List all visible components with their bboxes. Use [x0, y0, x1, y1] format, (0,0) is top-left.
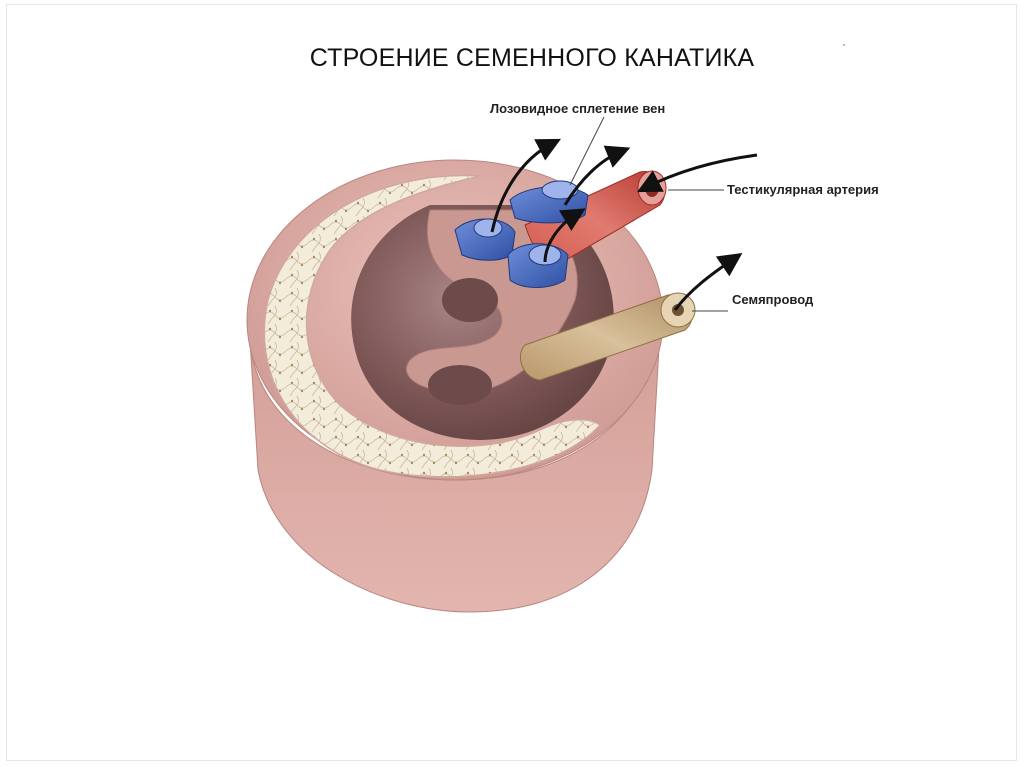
label-vas-deferens: Семяпровод — [732, 292, 813, 307]
label-venous-plexus: Лозовидное сплетение вен — [490, 101, 665, 116]
label-testicular-artery: Тестикулярная артерия — [727, 182, 879, 197]
